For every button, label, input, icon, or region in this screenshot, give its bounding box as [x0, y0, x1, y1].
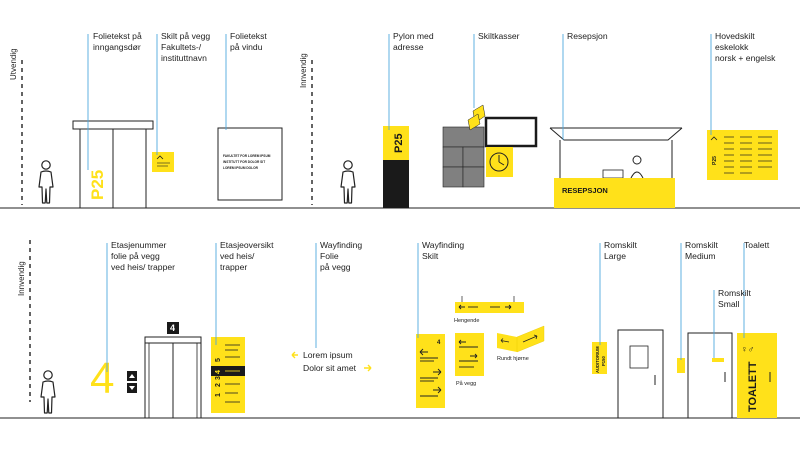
- toilet-label: TOALETT: [747, 361, 759, 412]
- wall-wayfinding-film: Lorem ipsum Dolor sit amet: [291, 350, 372, 373]
- elevator-buttons: [127, 371, 137, 393]
- callout-room-medium-2: Medium: [685, 251, 716, 261]
- corner-label: Rundt hjørne: [497, 356, 529, 362]
- entrance-door: P25: [72, 120, 154, 209]
- floor-item-3: 3: [215, 376, 222, 380]
- callout-door-film-1: Folietekst på: [93, 31, 142, 41]
- floor-item-2: 2: [215, 383, 222, 387]
- arrow-right-icon: [364, 364, 372, 372]
- callout-door-film-2: inngangsdør: [93, 42, 141, 52]
- room-sign-large: AUDITORIUM P150: [592, 329, 664, 419]
- callout-floor-overview-2: ved heis/: [220, 251, 255, 261]
- corner-sign: Rundt hjørne: [497, 325, 545, 362]
- callout-wall-sign-1: Skilt på vegg: [161, 31, 210, 41]
- callout-floor-overview-3: trapper: [220, 262, 247, 272]
- callout-toilet-1: Toalett: [744, 240, 770, 250]
- person-icon-2: [340, 160, 356, 204]
- callout-room-small-1: Romskilt: [718, 288, 752, 298]
- sign-boxes: [442, 104, 538, 188]
- hanging-label: Hengende: [454, 318, 479, 324]
- arrow-left-icon: [291, 351, 298, 359]
- callout-room-large-2: Large: [604, 251, 626, 261]
- callout-reception-1: Resepsjon: [567, 31, 608, 41]
- section-label-outside: Utvendig: [9, 48, 18, 80]
- callout-wayfinding-sign-1: Wayfinding: [422, 240, 464, 250]
- section-label-inside-bottom: Innvendig: [17, 261, 26, 296]
- callout-window-2: på vindu: [230, 42, 263, 52]
- room-sign-medium: [677, 332, 733, 419]
- floor-number-film: 4: [90, 354, 114, 403]
- elevator: 4: [144, 322, 202, 419]
- window-text-1: FAKULTET FOR LOREM IPSUM: [223, 154, 271, 158]
- elevator-down-icon: [129, 386, 135, 390]
- reception-desk: RESEPSJON: [549, 127, 683, 208]
- section-label-inside-top: Innvendig: [299, 53, 308, 88]
- leader-lines: [87, 34, 745, 372]
- main-directory-sign: P25: [707, 130, 778, 180]
- toilet-door: ♀♂ TOALETT: [737, 333, 777, 418]
- elevator-floor-badge: 4: [170, 323, 175, 333]
- wayfinding-sign: 4: [416, 334, 445, 408]
- callout-room-small-2: Small: [718, 299, 740, 309]
- callout-pylon-2: adresse: [393, 42, 424, 52]
- floor-directory-sign: 1 2 3 4 5: [211, 337, 245, 413]
- callout-wall-sign-3: instituttnavn: [161, 53, 207, 63]
- floor-item-5: 5: [215, 358, 222, 362]
- callout-wayfinding-film-1: Wayfinding: [320, 240, 362, 250]
- room-large-number: P150: [601, 356, 606, 366]
- wall-label: På vegg: [456, 380, 476, 387]
- person-icon-3: [40, 370, 56, 414]
- pylon-number: P25: [393, 133, 405, 153]
- callout-room-large-1: Romskilt: [604, 240, 638, 250]
- wayfinding-sign-number: 4: [437, 340, 441, 346]
- callout-wall-sign-2: Fakultets-/: [161, 42, 202, 52]
- window-text-3: LOREM IPSUM DOLOR: [223, 166, 259, 170]
- callout-wayfinding-sign-2: Skilt: [422, 251, 439, 261]
- callout-wayfinding-film-3: på vegg: [320, 262, 351, 272]
- wall-wayfinding-line-2: Dolor sit amet: [303, 363, 357, 373]
- callout-directory-3: norsk + engelsk: [715, 53, 776, 63]
- address-pylon: P25: [383, 126, 409, 208]
- faculty-wall-sign: [152, 152, 174, 172]
- callout-window-1: Folietekst: [230, 31, 267, 41]
- hanging-sign: Hengende: [454, 296, 524, 324]
- callout-floor-number-3: ved heis/ trapper: [111, 262, 175, 272]
- wall-wayfinding-line-1: Lorem ipsum: [303, 350, 353, 360]
- reception-label: RESEPSJON: [562, 186, 608, 195]
- window-text-2: INSTITUTT FOR DOLOR SIT: [223, 160, 265, 164]
- callout-signboxes-1: Skiltkasser: [478, 31, 520, 41]
- floor-item-1: 1: [215, 393, 222, 397]
- callout-floor-overview-1: Etasjeoversikt: [220, 240, 274, 250]
- callout-directory-1: Hovedskilt: [715, 31, 755, 41]
- room-sign-small: [712, 358, 724, 362]
- callout-directory-2: eskelokk: [715, 42, 749, 52]
- callout-floor-number-1: Etasjenummer: [111, 240, 167, 250]
- callout-pylon-1: Pylon med: [393, 31, 434, 41]
- callout-wayfinding-film-2: Folie: [320, 251, 339, 261]
- elevator-up-icon: [129, 374, 135, 378]
- callout-texts: Folietekst på inngangsdør Skilt på vegg …: [93, 31, 776, 309]
- callout-floor-number-2: folie på vegg: [111, 251, 160, 261]
- person-icon: [38, 160, 54, 204]
- callout-room-medium-1: Romskilt: [685, 240, 719, 250]
- floor-item-4: 4: [215, 370, 222, 374]
- directory-number: P25: [712, 156, 718, 165]
- toilet-gender-icon: ♀♂: [741, 344, 755, 354]
- window-film: FAKULTET FOR LOREM IPSUM INSTITUTT FOR D…: [217, 127, 283, 201]
- room-large-name: AUDITORIUM: [595, 346, 600, 373]
- door-film-number: P25: [88, 170, 107, 200]
- wall-wayfinding-sign: På vegg: [455, 333, 484, 387]
